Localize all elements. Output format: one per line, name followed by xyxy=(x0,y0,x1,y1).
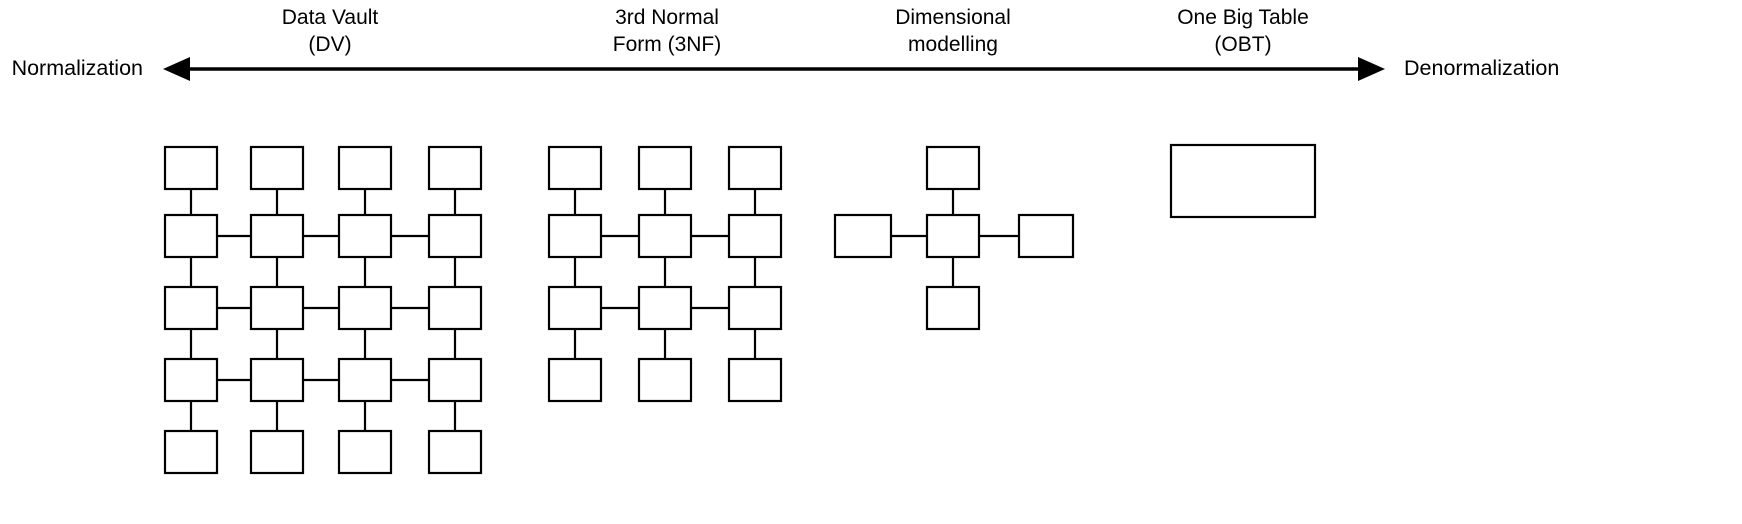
dv-box xyxy=(337,429,393,475)
dv-box xyxy=(427,145,483,191)
dv-box xyxy=(163,145,219,191)
dv-box xyxy=(337,213,393,259)
dv-box xyxy=(249,357,305,403)
dv-box xyxy=(249,285,305,331)
arrow-head-right-icon xyxy=(1358,57,1385,81)
dv-vertical-links xyxy=(189,189,457,431)
dim-dimension-box-left xyxy=(833,213,893,259)
nf3-box xyxy=(547,285,603,331)
nf3-box xyxy=(727,145,783,191)
stage-label-dimensional-modelling: Dimensional modelling xyxy=(895,4,1011,58)
model-third-normal-form xyxy=(547,145,783,403)
stage-label-data-vault: Data Vault (DV) xyxy=(282,4,379,58)
dv-box xyxy=(249,213,305,259)
dim-dimension-box-top xyxy=(925,145,981,191)
dv-box xyxy=(427,285,483,331)
stage-label-line2: Form (3NF) xyxy=(612,33,722,56)
axis-label-normalization: Normalization xyxy=(11,56,143,80)
stage-label-line1: One Big Table xyxy=(1177,6,1309,29)
nf3-box xyxy=(637,145,693,191)
dv-box xyxy=(163,357,219,403)
dv-box xyxy=(163,285,219,331)
nf3-box xyxy=(637,213,693,259)
dv-box xyxy=(427,357,483,403)
nf3-box xyxy=(637,285,693,331)
model-data-vault xyxy=(163,145,483,475)
stage-label-line1: 3rd Normal xyxy=(615,6,719,29)
nf3-box xyxy=(547,213,603,259)
dim-fact-box-center xyxy=(925,213,981,259)
stage-label-line1: Data Vault xyxy=(281,6,379,29)
dv-box xyxy=(337,357,393,403)
dv-box xyxy=(427,429,483,475)
dv-box xyxy=(163,213,219,259)
dv-box xyxy=(249,145,305,191)
axis-label-denormalization: Denormalization xyxy=(1404,56,1560,80)
dim-dimension-box-bottom xyxy=(925,285,981,331)
dv-horizontal-links xyxy=(217,234,429,382)
nf3-box xyxy=(547,357,603,403)
dv-box xyxy=(337,285,393,331)
dim-links xyxy=(891,189,1019,287)
stage-label-line2: (OBT) xyxy=(1214,33,1272,56)
dv-box xyxy=(249,429,305,475)
nf3-horizontal-links xyxy=(601,234,729,310)
nf3-vertical-links xyxy=(573,189,757,359)
stage-label-one-big-table: One Big Table (OBT) xyxy=(1177,4,1309,58)
obt-box xyxy=(1169,143,1317,219)
dv-box xyxy=(337,145,393,191)
nf3-box xyxy=(547,145,603,191)
stage-label-line2: modelling xyxy=(908,33,998,56)
arrow-head-left-icon xyxy=(163,57,190,81)
dv-box xyxy=(163,429,219,475)
normalization-axis-arrow xyxy=(163,57,1385,81)
dim-dimension-box-right xyxy=(1017,213,1075,259)
nf3-box xyxy=(637,357,693,403)
nf3-box xyxy=(727,357,783,403)
model-one-big-table xyxy=(1169,143,1317,219)
nf3-box xyxy=(727,285,783,331)
dv-box xyxy=(427,213,483,259)
stage-label-line1: Dimensional xyxy=(895,6,1011,29)
nf3-box xyxy=(727,213,783,259)
model-dimensional-modelling xyxy=(833,145,1075,331)
stage-label-line2: (DV) xyxy=(308,33,352,56)
